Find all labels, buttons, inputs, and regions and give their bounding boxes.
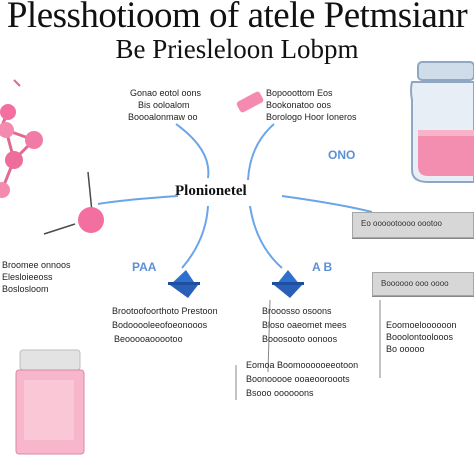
footer-line3: Bsooo oooooons (246, 388, 314, 398)
node-top-right-line1: Bopooottom Eos (266, 88, 333, 98)
main-title: Plesshotioom of atele Petmsianr (6, 0, 468, 36)
node-top-right-line3: Borologo Hoor Ioneros (266, 112, 357, 122)
node-top-right-line2: Bookonatoo oos (266, 100, 332, 110)
pill-icon (236, 91, 264, 113)
footer-line1: Eomoa Boomoooooeeotoon (246, 360, 359, 370)
mid-left-tag: PAA (132, 260, 157, 274)
node-bottom-mid-line2: Bloso oaeomet mees (262, 320, 347, 330)
node-top-left-line3: Boooalonmaw oo (128, 112, 198, 122)
node-bottom-left-line3: Beooooaooootoo (114, 334, 183, 344)
node-left-line3: Boslosloom (2, 284, 49, 294)
molecule-icon (0, 79, 43, 198)
subtitle: Be Priesleloon Lobpm (115, 34, 359, 64)
mid-right-tag: A B (312, 260, 333, 274)
node-bottom-mid-line1: Brooosso osoons (262, 306, 332, 316)
upper-screen-text: Eo oooootoooo oootoo (361, 219, 442, 228)
bottle-icon (15, 349, 85, 455)
lower-screen-text: Boooooo ooo oooo (381, 279, 449, 288)
node-left-line1: Broomee onnoos (2, 260, 71, 270)
top-right-tag: ONO (328, 148, 356, 162)
node-top-left-line1: Gonao eotol oons (130, 88, 202, 98)
node-bottom-mid-line3: Booosooto oonoos (262, 334, 338, 344)
left-node-icon (43, 171, 104, 235)
node-bottom-left-line2: Bodooooleeofoeonooos (112, 320, 208, 330)
center-label: Plonionetel (175, 183, 247, 199)
footer-line2: Boonooooe ooaeoorooots (246, 374, 350, 384)
node-bottom-right-line1: Eoomoeloooooon (386, 320, 457, 330)
node-top-left-line2: Bis ooloalom (138, 100, 190, 110)
node-left-line2: Elesloieeoss (2, 272, 53, 282)
jar-icon (410, 61, 474, 183)
triangle-marker-right-icon (272, 270, 304, 298)
lower-screen-panel: Boooooo ooo oooo (372, 272, 474, 296)
node-bottom-left-line1: Brootoofoorthoto Prestoon (112, 306, 218, 316)
node-bottom-right-line2: Booolontoolooos (386, 332, 454, 342)
node-bottom-right-line3: Bo ooooo (386, 344, 425, 354)
triangle-marker-left-icon (168, 270, 200, 298)
upper-screen-panel: Eo oooootoooo oootoo (352, 212, 474, 238)
